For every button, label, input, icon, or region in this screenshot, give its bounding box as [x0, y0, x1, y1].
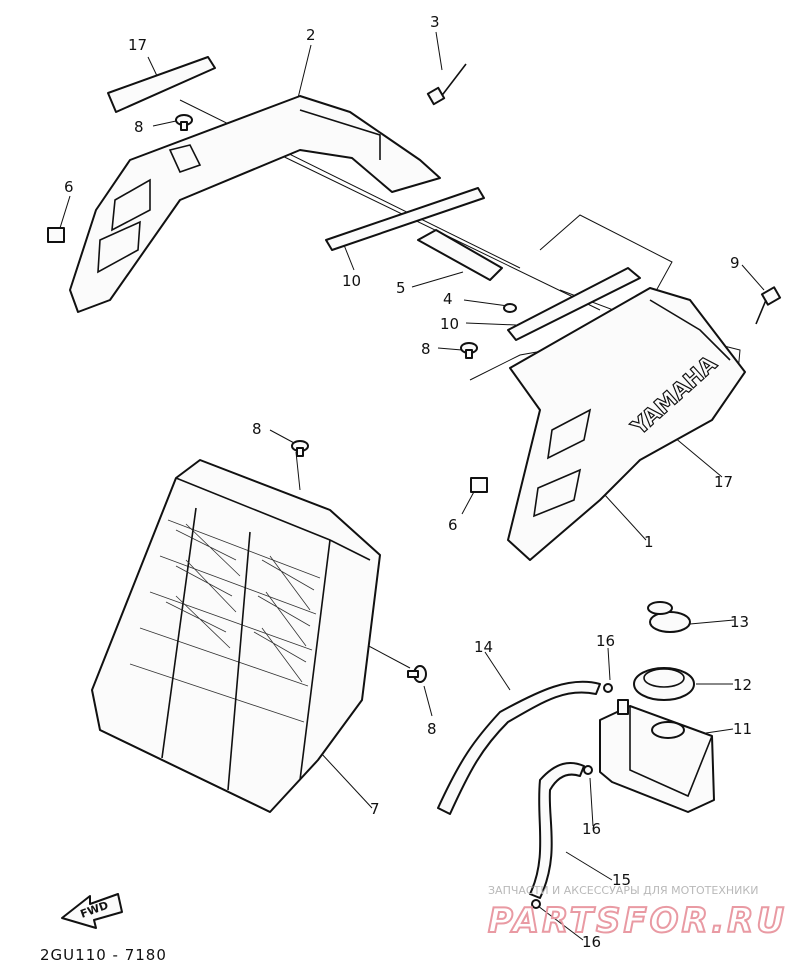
- callout-13: 13: [730, 613, 749, 631]
- watermark-brand: PARTSFOR.RU: [488, 901, 787, 941]
- callout-1: 1: [644, 533, 654, 551]
- fwd-arrow: FWD: [61, 893, 123, 929]
- callout-3: 3: [430, 13, 440, 31]
- callout-10-a: 10: [342, 272, 361, 290]
- callout-8-top: 8: [134, 118, 144, 136]
- part-11-tank: [599, 699, 715, 813]
- callout-labels: 17 2 3 8 6 10 5 4 10 8 9 8 17 6 1 13 14 …: [64, 13, 752, 951]
- part-17-sticker: [107, 56, 216, 113]
- part-15-hose: [529, 762, 585, 899]
- part-8-bolt-d: [407, 665, 427, 683]
- callout-16-top: 16: [596, 632, 615, 650]
- part-16-clamp-b: [583, 765, 593, 775]
- callout-16-bottom: 16: [582, 933, 601, 951]
- callout-12: 12: [733, 676, 752, 694]
- part-2-left-cover: [69, 95, 441, 313]
- callout-17-top: 17: [128, 36, 147, 54]
- callout-5: 5: [396, 279, 406, 297]
- callout-10-b: 10: [440, 315, 459, 333]
- callout-14: 14: [474, 638, 493, 656]
- callout-9: 9: [730, 254, 740, 272]
- callout-17-right: 17: [714, 473, 733, 491]
- callout-6-right: 6: [448, 516, 458, 534]
- part-1-right-cover: YAMAHA: [507, 287, 746, 561]
- part-13-cap: [647, 601, 691, 633]
- part-3-rivet: [426, 63, 467, 106]
- part-9-bolt: [755, 286, 782, 325]
- part-8-bolt-a: [175, 114, 193, 131]
- part-4-clip: [503, 303, 517, 313]
- watermark: ЗАПЧАСТИ И АКСЕССУАРЫ ДЛЯ МОТОТЕХНИКИ PA…: [487, 884, 787, 942]
- part-7-grill: [91, 459, 381, 813]
- callout-11: 11: [733, 720, 752, 738]
- diagram-code: 2GU110 - 7180: [40, 946, 167, 964]
- callout-2: 2: [306, 26, 316, 44]
- callout-8-right: 8: [427, 720, 437, 738]
- callout-8-mid: 8: [421, 340, 431, 358]
- grill-slats: [129, 507, 321, 791]
- part-8-bolt-b: [460, 342, 478, 359]
- part-14-hose: [437, 680, 601, 815]
- part-6-clip-a: [47, 227, 65, 243]
- watermark-tagline: ЗАПЧАСТИ И АКСЕССУАРЫ ДЛЯ МОТОТЕХНИКИ: [488, 884, 758, 897]
- callout-8-grill: 8: [252, 420, 262, 438]
- callout-6-left: 6: [64, 178, 74, 196]
- callout-15: 15: [612, 871, 631, 889]
- part-5-pad: [417, 229, 503, 281]
- part-16-clamp-c: [531, 899, 541, 909]
- part-16-clamp-a: [603, 683, 613, 693]
- part-8-bolt-c: [291, 440, 309, 457]
- callout-4: 4: [443, 290, 453, 308]
- callout-7: 7: [370, 800, 380, 818]
- part-10-strip-b: [507, 267, 641, 341]
- callout-16-mid: 16: [582, 820, 601, 838]
- part-10-strip-a: [325, 187, 485, 251]
- part-6-clip-b: [470, 477, 488, 493]
- part-12-seal: [633, 667, 695, 701]
